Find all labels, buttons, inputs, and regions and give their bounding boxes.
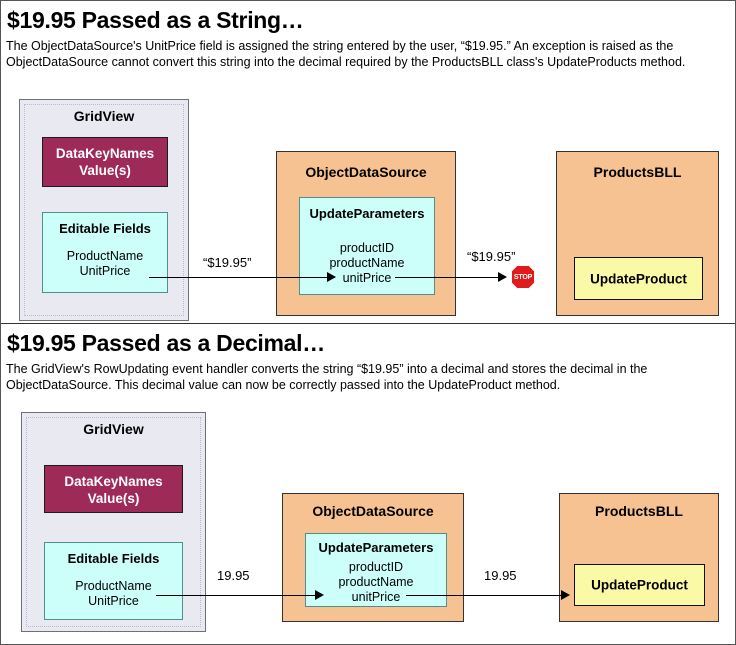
editable-field-item: UnitPrice	[79, 264, 131, 278]
arrow-head-ods-2	[315, 590, 324, 600]
gridview-box-1: GridView DataKeyNames Value(s) Editable …	[19, 99, 189, 321]
arrow-head-bll-2	[561, 590, 570, 600]
objectdatasource-title-2: ObjectDataSource	[312, 503, 434, 519]
updateproduct-label-2: UpdateProduct	[591, 577, 688, 593]
update-param-item: productID	[348, 560, 404, 574]
arrow-line-ods-to-bll-1	[395, 277, 505, 278]
arrow-head-ods-1	[327, 272, 336, 282]
section-2-title: $19.95 Passed as a Decimal…	[7, 330, 325, 356]
editable-fields-title-1: Editable Fields	[59, 221, 151, 236]
stop-icon: STOP	[511, 265, 535, 289]
gridview-title-1: GridView	[73, 108, 135, 124]
datakeynames-line-1: DataKeyNames	[64, 474, 163, 489]
section-1-description: The ObjectDataSource's UnitPrice field i…	[6, 39, 686, 69]
updateparameters-title-1: UpdateParameters	[309, 206, 425, 221]
updateproduct-box-1: UpdateProduct	[574, 257, 703, 300]
arrow-label-gridview-to-ods-2: 19.95	[217, 568, 250, 583]
datakeynames-label-1: DataKeyNames Value(s)	[43, 145, 167, 179]
section-divider	[1, 323, 735, 324]
update-param-item: productName	[329, 256, 405, 270]
editable-field-item: ProductName	[66, 249, 144, 263]
update-param-item: unitPrice	[342, 271, 392, 285]
productsbll-title-1: ProductsBLL	[593, 164, 682, 180]
objectdatasource-title-1: ObjectDataSource	[305, 164, 427, 180]
updateparameters-box-1: UpdateParameters productID productName u…	[299, 197, 435, 295]
editable-fields-list-2: ProductName UnitPrice	[45, 579, 182, 609]
editable-fields-box-1: Editable Fields ProductName UnitPrice	[42, 212, 168, 293]
datakeynames-box-1: DataKeyNames Value(s)	[42, 137, 168, 187]
objectdatasource-box-2: ObjectDataSource UpdateParameters produc…	[282, 493, 464, 622]
editable-fields-list-1: ProductName UnitPrice	[43, 249, 167, 279]
gridview-title-2: GridView	[83, 421, 144, 437]
section-2-description: The GridView's RowUpdating event handler…	[6, 362, 648, 392]
updateparameters-box-2: UpdateParameters productID productName u…	[305, 533, 447, 607]
update-param-item: productID	[339, 241, 395, 255]
arrow-label-ods-to-bll-2: 19.95	[484, 568, 517, 583]
datakeynames-line-2: Value(s)	[87, 491, 140, 506]
arrow-label-ods-to-bll-1: “$19.95”	[467, 249, 516, 264]
editable-field-item: UnitPrice	[88, 594, 139, 608]
update-param-item: unitPrice	[351, 590, 401, 604]
updateproduct-box-2: UpdateProduct	[574, 564, 705, 606]
productsbll-box-2: ProductsBLL UpdateProduct	[559, 493, 719, 622]
datakeynames-line-2: Value(s)	[79, 163, 131, 178]
gridview-box-2: GridView DataKeyNames Value(s) Editable …	[21, 412, 206, 632]
updateparameters-title-2: UpdateParameters	[318, 540, 434, 555]
arrow-line-gridview-to-ods-1	[149, 277, 335, 278]
objectdatasource-box-1: ObjectDataSource UpdateParameters produc…	[276, 151, 456, 316]
updateproduct-label-1: UpdateProduct	[590, 271, 687, 286]
arrow-label-gridview-to-ods-1: “$19.95”	[203, 255, 252, 270]
arrow-line-ods-to-bll-2	[406, 595, 566, 596]
datakeynames-label-2: DataKeyNames Value(s)	[45, 473, 182, 507]
productsbll-title-2: ProductsBLL	[595, 503, 683, 519]
productsbll-box-1: ProductsBLL UpdateProduct	[556, 151, 719, 316]
editable-field-item: ProductName	[75, 579, 152, 593]
editable-fields-title-2: Editable Fields	[67, 551, 160, 566]
update-param-item: productName	[338, 575, 414, 589]
editable-fields-box-2: Editable Fields ProductName UnitPrice	[44, 542, 183, 620]
updateparameters-list-2: productID productName unitPrice	[306, 560, 446, 605]
stop-icon-text: STOP	[513, 273, 533, 281]
section-1-title: $19.95 Passed as a String…	[7, 7, 304, 33]
datakeynames-box-2: DataKeyNames Value(s)	[44, 465, 183, 513]
arrow-head-bll-1	[498, 272, 507, 282]
updateparameters-list-1: productID productName unitPrice	[300, 241, 434, 286]
datakeynames-line-1: DataKeyNames	[55, 146, 155, 161]
arrow-line-gridview-to-ods-2	[156, 595, 321, 596]
